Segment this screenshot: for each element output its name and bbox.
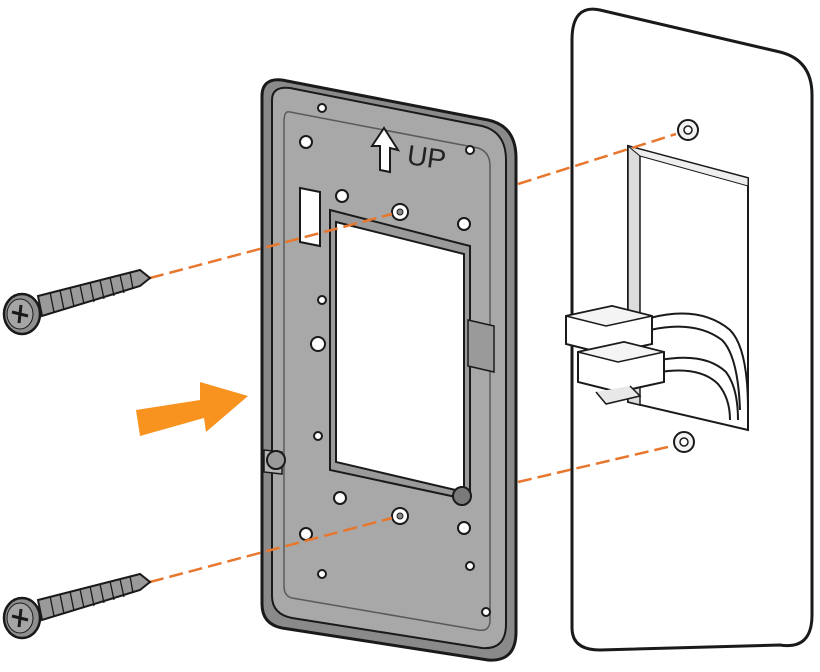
wall-plate-top-hole [677,119,699,141]
wall-plate [565,7,814,652]
bracket-holes [299,103,491,617]
network-cables [649,312,749,421]
bracket-top-screw-hole [391,203,409,221]
phillips-screw-icon [2,596,42,640]
wall-plate-bottom-hole [673,431,695,453]
bracket-pegs [266,450,472,506]
up-label: UP [405,139,448,175]
bracket-cutout [329,208,471,502]
alignment-guides [149,132,677,584]
phillips-screw-icon [2,292,42,336]
bracket-bottom-screw-hole [391,507,409,525]
direction-arrow-icon [136,382,248,436]
mounting-bracket: UP [260,78,518,662]
top-screw [2,268,152,336]
ethernet-jack-icon [565,304,665,405]
up-arrow-icon [370,126,401,174]
bottom-screw [2,572,152,640]
wall-box-opening [627,144,749,432]
